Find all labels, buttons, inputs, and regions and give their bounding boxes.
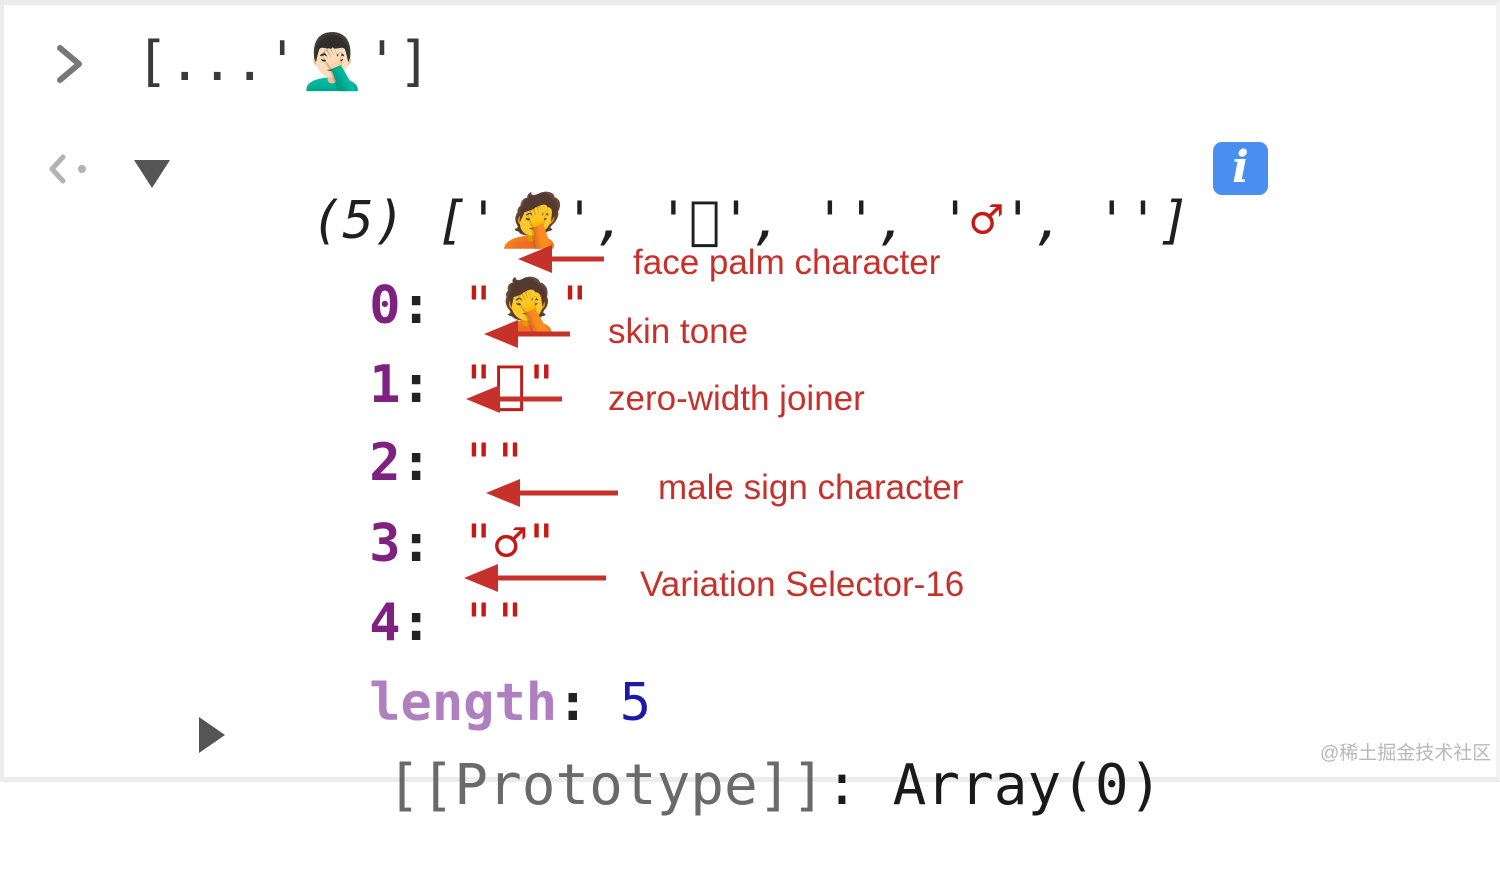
preview-sep: ', ' [1002,191,1128,251]
entry-key: 3 [369,514,401,574]
arrow-left-icon [466,385,562,413]
console-panel: [...'🤦🏻‍♂️'] (5) ['🤦', '🏻', '‍', '♂', '️… [0,0,1500,814]
entry-value: "‍" [463,433,526,493]
preview-item: 🤦 [499,191,564,251]
entry-colon: : [400,514,464,574]
entry-key: 4 [369,593,401,653]
prototype-key: [[Prototype]] [386,753,826,818]
return-arrow-icon [49,154,86,184]
info-icon[interactable]: i [1213,142,1268,195]
entry-key: 1 [369,355,401,415]
arrow-left-icon [484,320,570,348]
entry-value: "️" [463,593,526,653]
array-entry: 1: "🏻" [244,307,557,463]
prototype-value: Array(0) [892,753,1163,818]
entry-key: 0 [369,276,401,336]
preview-sep: ', ' [720,191,846,251]
chevron-right-icon [57,45,82,83]
array-entry: 3: "♂" [244,466,557,622]
preview-item: ♂ [970,191,1003,251]
prototype-entry[interactable]: [[Prototype]]: Array(0) [252,702,1162,870]
preview-close: '] [1127,191,1191,251]
console-input-code[interactable]: [...'🤦🏻‍♂️'] [136,30,431,93]
array-entry: 0: "🤦" [244,228,591,384]
entry-key: 2 [369,433,401,493]
annotation-face-palm: face palm character [633,243,941,282]
entry-colon: : [400,276,464,336]
preview-sep: ', ' [563,191,721,251]
array-count: (5) [311,191,406,251]
entry-value: "🤦" [463,276,591,336]
entry-colon: : [400,355,464,415]
entry-colon: : [557,673,620,733]
prototype-colon: : [825,753,893,818]
entry-colon: : [400,433,464,493]
array-preview-open: [' [405,191,500,251]
length-entry: length: 5 [244,625,651,781]
preview-sep: ', ' [845,191,971,251]
annotation-skin-tone: skin tone [608,312,749,351]
entry-colon: : [400,593,464,653]
arrow-left-icon [486,479,618,507]
length-value: 5 [619,673,652,733]
triangle-down-icon[interactable] [132,158,172,190]
annotation-zwj: zero-width joiner [608,379,865,418]
triangle-right-icon[interactable] [197,715,227,755]
length-key: length [369,673,558,733]
array-preview[interactable]: (5) ['🤦', '🏻', '‍', '♂', '️'] [186,143,1190,299]
watermark: @稀土掘金技术社区 [1320,743,1492,764]
array-entry: 4: "️" [244,545,526,701]
arrow-left-icon [464,564,606,592]
array-entry: 2: "‍" [244,385,526,541]
arrow-left-icon [518,245,604,273]
annotation-male-sign: male sign character [658,468,964,507]
entry-value: "♂" [463,514,558,574]
annotation-vs16: Variation Selector-16 [640,565,965,604]
